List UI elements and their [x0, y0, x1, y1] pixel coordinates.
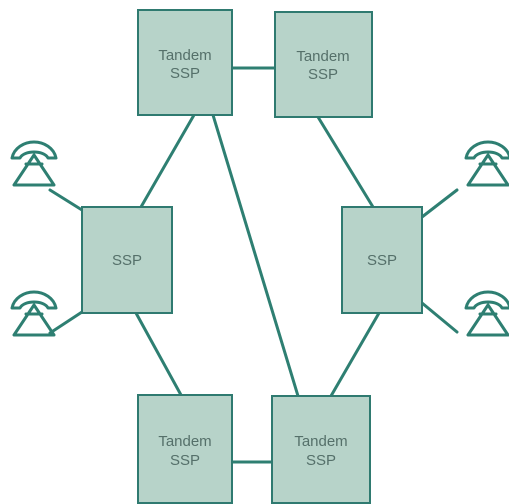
link-phone-bottom-left [48, 310, 84, 335]
telephone-icon [464, 290, 509, 337]
link-tandem-top-left-to-tandem-bottom-right [211, 113, 300, 398]
tandem-ssp-bottom-right-line2: SSP [306, 452, 336, 469]
tandem-ssp-bottom-right-line1: Tandem [294, 433, 347, 450]
tandem-ssp-bottom-left-line1: Tandem [158, 433, 211, 450]
tandem-ssp-top-right-line1: Tandem [296, 48, 349, 65]
links [48, 66, 459, 464]
ssp-right: SSP [341, 206, 423, 314]
tandem-ssp-bottom-left: Tandem SSP [137, 394, 233, 504]
link-ssp-left-to-tandem-bottom-left [134, 311, 183, 397]
telephone-icon [10, 140, 58, 187]
tandem-ssp-top-left-line2: SSP [170, 65, 200, 82]
tandem-ssp-bottom-right: Tandem SSP [271, 395, 371, 504]
telephone-icon [464, 140, 509, 187]
tandem-ssp-top-left-line1: Tandem [158, 47, 211, 64]
telephone-icon [10, 290, 58, 337]
link-tandem-top-left-to-ssp-left [139, 113, 196, 209]
tandem-ssp-top-right-line2: SSP [308, 66, 338, 83]
link-tandem-top-right-to-ssp-right [316, 115, 375, 209]
link-ssp-right-to-tandem-bottom-right [329, 311, 381, 398]
tandem-ssp-top-right: Tandem SSP [274, 11, 373, 118]
ssp-left: SSP [81, 206, 173, 314]
tandem-ssp-top-left: Tandem SSP [137, 9, 233, 116]
link-phone-top-right [420, 188, 459, 219]
ssp-right-label: SSP [367, 252, 397, 269]
link-phone-bottom-right [420, 301, 459, 334]
tandem-ssp-bottom-left-line2: SSP [170, 452, 200, 469]
ssp-left-label: SSP [112, 252, 142, 269]
link-phone-top-left [48, 188, 84, 212]
